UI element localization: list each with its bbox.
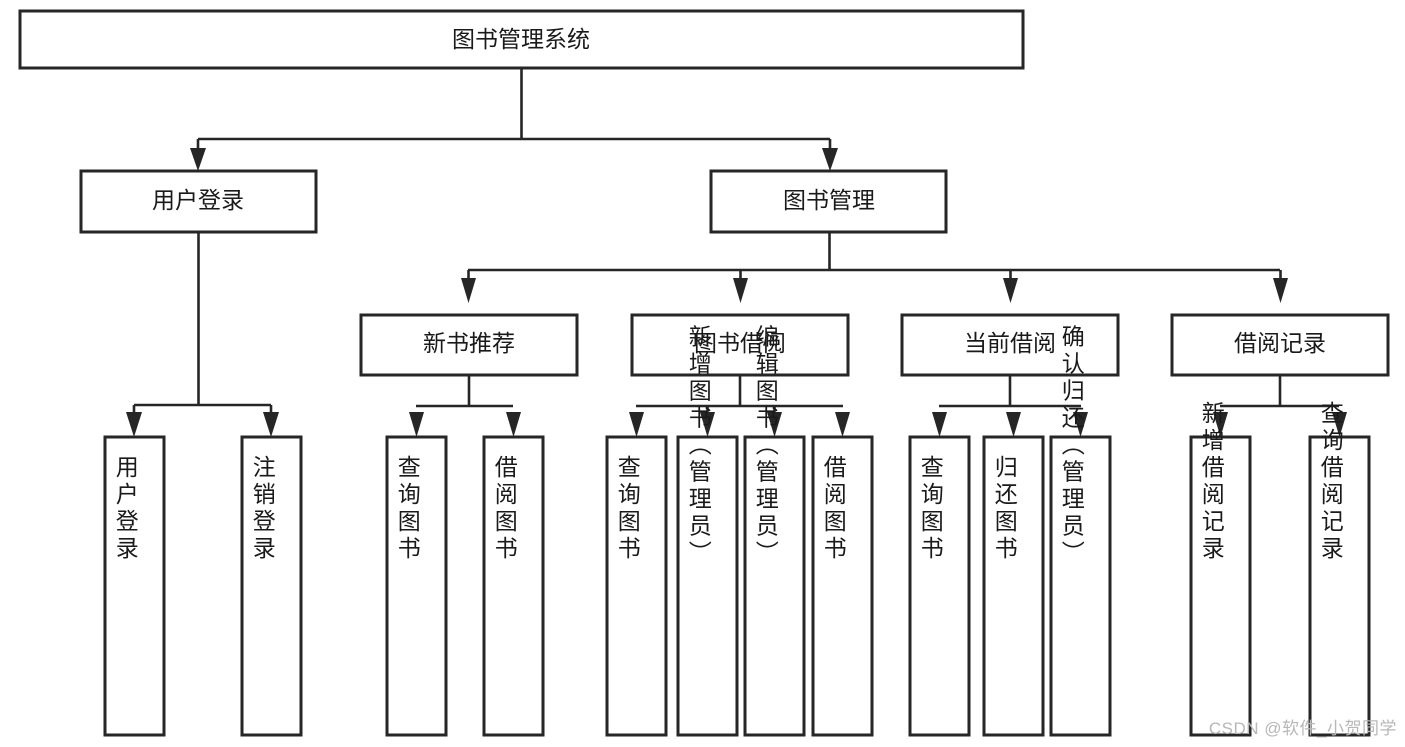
arrow-head-leaf-query-book-1 bbox=[409, 412, 424, 437]
node-borrow-record-label: 借阅记录 bbox=[1234, 330, 1326, 356]
node-user-login[interactable]: 用户登录 bbox=[79, 169, 318, 234]
arrow-head-leaf-confirm-return bbox=[1073, 412, 1088, 437]
arrow-head-user-login bbox=[190, 148, 206, 171]
arrow-head-leaf-edit-book bbox=[767, 412, 782, 437]
leaf-query-book-1-box[interactable] bbox=[385, 435, 448, 737]
leaf-query-record-label: 查询借阅记录 bbox=[1317, 401, 1344, 563]
leaf-query-book-3-box[interactable] bbox=[908, 435, 971, 737]
node-current-borrow-box[interactable] bbox=[900, 313, 1120, 377]
node-leaf-user-login[interactable]: 用户登录 bbox=[103, 435, 166, 737]
arrow-head-new-book-recommend bbox=[461, 278, 476, 303]
node-user-login-label: 用户登录 bbox=[152, 187, 244, 213]
node-leaf-query-book-2[interactable]: 查询图书 bbox=[605, 435, 668, 737]
node-leaf-query-record[interactable]: 查询借阅记录 bbox=[1308, 401, 1371, 737]
node-root[interactable]: 图书管理系统 bbox=[18, 9, 1025, 70]
node-new-book-recommend-box[interactable] bbox=[359, 313, 579, 377]
node-book-manage[interactable]: 图书管理 bbox=[709, 169, 948, 234]
leaf-edit-book-box[interactable] bbox=[743, 435, 806, 737]
leaf-user-login-box[interactable] bbox=[103, 435, 166, 737]
node-book-borrow-label: 图书借阅 bbox=[694, 330, 786, 356]
leaf-query-book-3-label: 查询图书 bbox=[917, 455, 944, 563]
leaf-edit-book-label: 编辑图书（管理员） bbox=[752, 325, 779, 568]
node-new-book-recommend[interactable]: 新书推荐 bbox=[359, 313, 579, 377]
leaf-user-login-label: 用户登录 bbox=[112, 455, 139, 563]
node-book-borrow-box[interactable] bbox=[630, 313, 850, 377]
leaf-query-book-2-box[interactable] bbox=[605, 435, 668, 737]
arrow-head-current-borrow bbox=[1003, 278, 1018, 303]
node-book-manage-label: 图书管理 bbox=[783, 187, 875, 213]
node-leaf-add-book[interactable]: 新增图书（管理员） bbox=[676, 325, 739, 737]
node-leaf-query-book-1[interactable]: 查询图书 bbox=[385, 435, 448, 737]
leaf-confirm-return-label: 确认归还（管理员） bbox=[1058, 325, 1085, 568]
arrow-head-leaf-query-record bbox=[1332, 412, 1347, 437]
node-leaf-edit-book[interactable]: 编辑图书（管理员） bbox=[743, 325, 806, 737]
leaf-add-record-box[interactable] bbox=[1189, 435, 1252, 737]
connector-layer bbox=[126, 68, 1347, 437]
arrow-head-leaf-user-login bbox=[126, 412, 142, 437]
leaf-borrow-book-1-box[interactable] bbox=[482, 435, 545, 737]
leaf-return-book-box[interactable] bbox=[982, 435, 1045, 737]
arrow-head-leaf-add-book bbox=[700, 412, 715, 437]
leaf-borrow-book-2-box[interactable] bbox=[811, 435, 874, 737]
node-new-book-recommend-label: 新书推荐 bbox=[423, 330, 515, 356]
node-book-borrow[interactable]: 图书借阅 bbox=[630, 313, 850, 377]
node-leaf-query-book-3[interactable]: 查询图书 bbox=[908, 435, 971, 737]
node-root-box[interactable] bbox=[18, 9, 1025, 70]
arrow-head-book-borrow bbox=[733, 278, 748, 303]
arrow-head-leaf-query-book-2 bbox=[629, 412, 644, 437]
leaf-query-record-box[interactable] bbox=[1308, 435, 1371, 737]
arrow-head-borrow-record bbox=[1273, 278, 1288, 303]
node-current-borrow[interactable]: 当前借阅 bbox=[900, 313, 1120, 377]
leaf-confirm-return-box[interactable] bbox=[1049, 435, 1112, 737]
node-leaf-add-record[interactable]: 新增借阅记录 bbox=[1189, 401, 1252, 737]
arrow-head-leaf-borrow-book-2 bbox=[835, 412, 850, 437]
node-borrow-record[interactable]: 借阅记录 bbox=[1170, 313, 1390, 377]
arrow-head-leaf-user-logout bbox=[263, 412, 279, 437]
leaf-query-book-1-label: 查询图书 bbox=[394, 455, 421, 563]
leaf-add-book-box[interactable] bbox=[676, 435, 739, 737]
arrow-head-leaf-query-book-3 bbox=[932, 412, 947, 437]
leaf-return-book-label: 归还图书 bbox=[991, 455, 1018, 563]
node-leaf-confirm-return[interactable]: 确认归还（管理员） bbox=[1049, 325, 1112, 737]
leaf-borrow-book-2-label: 借阅图书 bbox=[820, 455, 847, 563]
arrow-head-leaf-add-record bbox=[1213, 412, 1228, 437]
leaf-borrow-book-1-label: 借阅图书 bbox=[491, 455, 518, 563]
arrow-head-leaf-return-book bbox=[1006, 412, 1021, 437]
leaf-user-logout-box[interactable] bbox=[240, 435, 303, 737]
node-leaf-return-book[interactable]: 归还图书 bbox=[982, 435, 1045, 737]
node-current-borrow-label: 当前借阅 bbox=[964, 330, 1056, 356]
leaf-query-book-2-label: 查询图书 bbox=[614, 455, 641, 563]
node-leaf-borrow-book-2[interactable]: 借阅图书 bbox=[811, 435, 874, 737]
node-leaf-borrow-book-1[interactable]: 借阅图书 bbox=[482, 435, 545, 737]
leaf-add-book-label: 新增图书（管理员） bbox=[685, 325, 712, 568]
arrow-head-leaf-borrow-book-1 bbox=[506, 412, 521, 437]
leaf-add-record-label: 新增借阅记录 bbox=[1198, 401, 1225, 563]
node-user-login-box[interactable] bbox=[79, 169, 318, 234]
leaf-user-logout-label: 注销登录 bbox=[249, 455, 276, 563]
csdn-watermark: CSDN @软件_小贺同学 bbox=[1208, 719, 1397, 738]
arrow-head-book-manage bbox=[822, 148, 838, 171]
node-borrow-record-label-box[interactable] bbox=[1170, 313, 1390, 377]
node-leaf-user-logout[interactable]: 注销登录 bbox=[240, 435, 303, 737]
node-book-manage-box[interactable] bbox=[709, 169, 948, 234]
node-root-label: 图书管理系统 bbox=[452, 26, 590, 52]
